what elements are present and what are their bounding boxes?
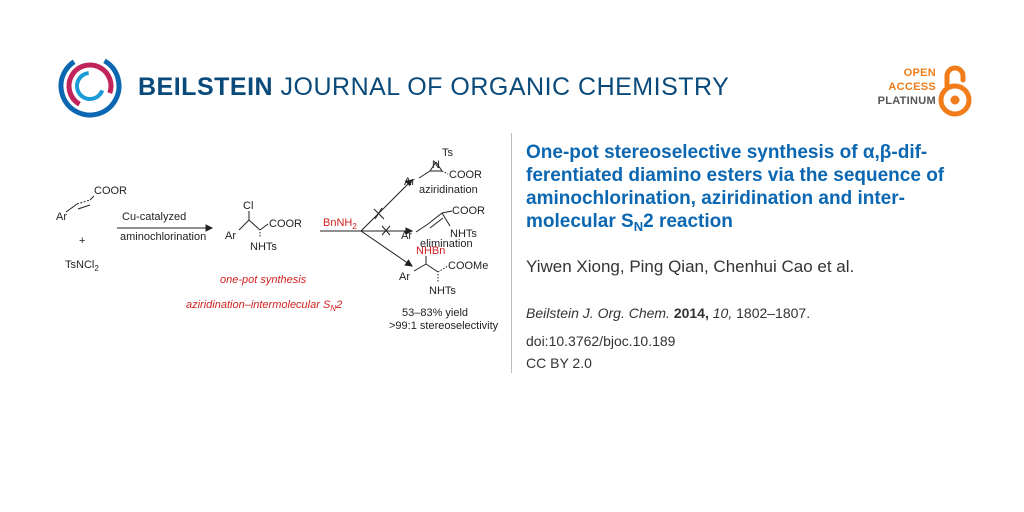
p2-coor: COOR — [452, 205, 485, 217]
reagent-tsncl2: TsNCl2 — [65, 259, 99, 273]
p3-nhbn: NHBn — [416, 245, 445, 257]
open-access-lock-icon — [938, 65, 972, 117]
p2-label: elimination — [420, 238, 473, 250]
journal-name-bold: BEILSTEIN — [138, 73, 274, 101]
open-access-line3: PLATINUM — [877, 95, 936, 107]
journal-name: BEILSTEIN JOURNAL OF ORGANIC CHEMISTRY — [138, 72, 729, 102]
citation-volume: 10, — [712, 305, 733, 321]
article-doi[interactable]: doi:10.3762/bjoc.10.189 — [526, 333, 676, 349]
step1-label-bottom: aminochlorination — [120, 231, 206, 243]
int-ar: Ar — [225, 230, 236, 242]
journal-name-rest: JOURNAL OF ORGANIC CHEMISTRY — [273, 73, 730, 101]
p1-ar: Ar — [404, 176, 415, 188]
p3-ar: Ar — [399, 271, 410, 283]
start-coor: COOR — [94, 185, 127, 197]
article-title[interactable]: One-pot stereoselective synthesis of α,β… — [526, 142, 945, 234]
p1-n: N — [432, 159, 440, 171]
start-ar: Ar — [56, 211, 67, 223]
citation-year: 2014, — [673, 305, 709, 321]
step2-reagent: BnNH2 — [323, 217, 357, 231]
p3-nhts: NHTs — [429, 285, 456, 297]
p2-ar: Ar — [401, 230, 412, 242]
p1-label: aziridination — [419, 184, 478, 196]
article-license[interactable]: CC BY 2.0 — [526, 355, 592, 371]
citation-pages: 1802–1807. — [736, 305, 811, 321]
vertical-divider — [511, 133, 512, 373]
p3-selectivity: >99:1 stereoselectivity — [389, 320, 499, 332]
p3-yield: 53–83% yield — [402, 307, 468, 319]
red-note-aziridination-sn2: aziridination–intermolecular SN2 — [186, 299, 342, 313]
open-access-badge-text: OPEN ACCESS PLATINUM — [878, 66, 936, 108]
reaction-scheme: COOR Ar + TsNCl2 Cu-catalyzed aminochlor… — [56, 147, 499, 332]
journal-abbrev: Beilstein J. Org. Chem. — [526, 305, 670, 321]
p1-ts: Ts — [442, 147, 454, 159]
red-note-one-pot: one-pot synthesis — [220, 274, 307, 286]
open-access-line1: OPEN — [903, 67, 936, 79]
article-authors: Yiwen Xiong, Ping Qian, Chenhui Cao et a… — [526, 257, 855, 276]
int-coor: COOR — [269, 218, 302, 230]
plus-sign: + — [79, 235, 85, 247]
beilstein-logo-icon — [58, 54, 122, 118]
int-nhts: NHTs — [250, 241, 277, 253]
journal-header: BEILSTEIN JOURNAL OF ORGANIC CHEMISTRY O… — [0, 0, 1024, 130]
open-access-line2: ACCESS — [888, 81, 936, 93]
p2-nhts: NHTs — [450, 228, 477, 240]
int-cl: Cl — [243, 200, 253, 212]
article-citation: Beilstein J. Org. Chem. 2014, 10, 1802–1… — [526, 304, 996, 322]
p1-coor: COOR — [449, 169, 482, 181]
article-info: One-pot stereoselective synthesis of α,β… — [526, 141, 996, 372]
step1-label-top: Cu-catalyzed — [122, 211, 186, 223]
p3-coome: COOMe — [448, 260, 488, 272]
